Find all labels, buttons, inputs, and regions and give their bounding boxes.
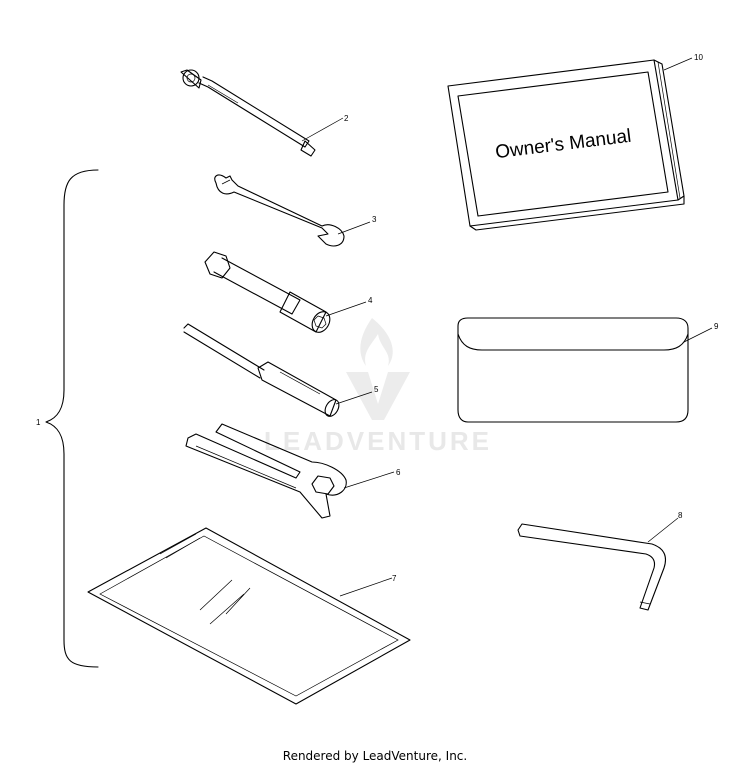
part-2-pressure-gauge — [180, 69, 344, 157]
callout-4: 4 — [368, 296, 373, 305]
callout-1: 1 — [36, 418, 41, 427]
manual-cover-title: Owner's Manual — [494, 126, 632, 164]
part-6-spanner-tool — [185, 423, 395, 519]
footer-credit: Rendered by LeadVenture, Inc. — [282, 749, 468, 763]
watermark: LEADVENTURE — [264, 318, 492, 456]
callout-3: 3 — [372, 215, 377, 224]
part-5-screwdriver — [183, 323, 373, 417]
part-10-owners-manual: Owner's Manual — [447, 57, 693, 231]
part-9-tool-pouch — [457, 317, 713, 423]
callout-6: 6 — [396, 468, 401, 477]
watermark-text: LEADVENTURE — [264, 426, 492, 456]
callout-9: 9 — [714, 322, 719, 331]
group-brace — [45, 169, 99, 668]
callout-10: 10 — [694, 53, 703, 62]
part-4-spark-plug-socket — [204, 251, 367, 333]
parts-diagram: LEADVENTURE — [36, 53, 719, 705]
part-3-wrench — [214, 174, 371, 247]
callout-5: 5 — [374, 385, 379, 394]
part-7-document-pouch — [87, 527, 411, 705]
leadventure-logo-icon — [346, 318, 410, 420]
callout-labels: 1 2 3 4 5 6 7 8 9 10 — [36, 53, 719, 583]
callout-8: 8 — [678, 511, 683, 520]
part-8-hex-key — [517, 517, 679, 611]
callout-2: 2 — [344, 114, 349, 123]
callout-7: 7 — [392, 574, 397, 583]
